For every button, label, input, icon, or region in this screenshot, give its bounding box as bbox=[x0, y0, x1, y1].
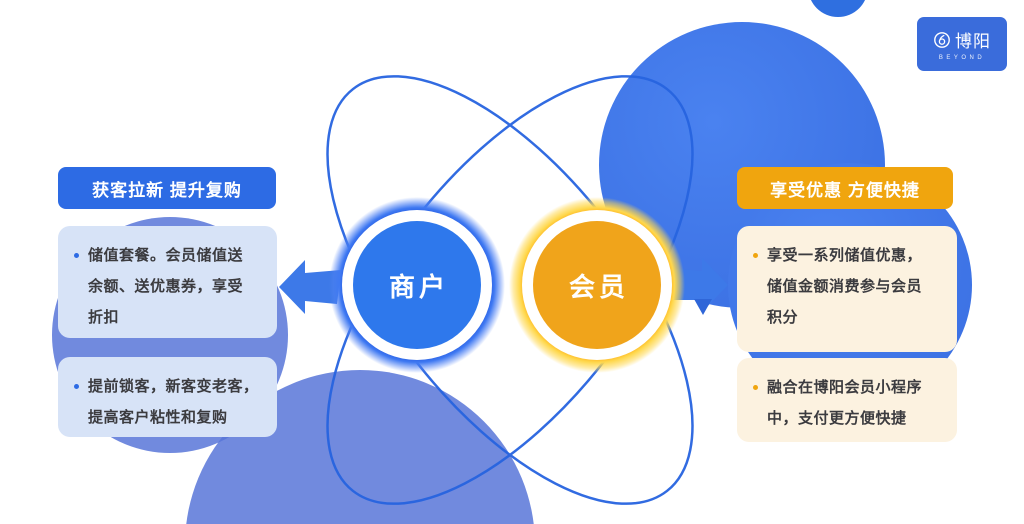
bullet-dot-icon bbox=[74, 384, 79, 389]
bullet-dot-icon bbox=[74, 253, 79, 258]
background-circle-small-top bbox=[810, 0, 866, 17]
brand-name: 博阳 bbox=[955, 32, 991, 51]
right-card-2: 融合在博阳会员小程序 中，支付更方便快捷 bbox=[737, 358, 957, 442]
right-card-2-text: 融合在博阳会员小程序 中，支付更方便快捷 bbox=[767, 379, 923, 427]
left-card-2-text: 提前锁客，新客变老客， 提高客户粘性和复购 bbox=[88, 378, 259, 426]
left-card-1: 储值套餐。会员储值送 余额、送优惠券，享受 折扣 bbox=[58, 226, 277, 338]
left-header: 获客拉新 提升复购 bbox=[58, 167, 276, 209]
right-card-1-text: 享受一系列储值优惠， 储值金额消费参与会员 积分 bbox=[767, 247, 923, 326]
arrow-right-fold bbox=[694, 299, 712, 315]
bullet-dot-icon bbox=[753, 253, 758, 258]
right-header: 享受优惠 方便快捷 bbox=[737, 167, 953, 209]
merchant-circle-label: 商户 bbox=[353, 221, 481, 349]
brand-logo-icon bbox=[934, 31, 950, 48]
right-card-1: 享受一系列储值优惠， 储值金额消费参与会员 积分 bbox=[737, 226, 957, 352]
merchant-circle: 商户 bbox=[329, 197, 505, 373]
arrow-left-icon bbox=[279, 260, 341, 314]
brand-subtitle: BEYOND bbox=[938, 55, 986, 61]
left-card-2: 提前锁客，新客变老客， 提高客户粘性和复购 bbox=[58, 357, 277, 437]
bullet-dot-icon bbox=[753, 385, 758, 390]
left-card-1-text: 储值套餐。会员储值送 余额、送优惠券，享受 折扣 bbox=[88, 247, 244, 326]
brand-logo: 博阳 BEYOND bbox=[917, 17, 1007, 71]
member-circle-label: 会员 bbox=[533, 221, 661, 349]
member-circle: 会员 bbox=[509, 197, 685, 373]
